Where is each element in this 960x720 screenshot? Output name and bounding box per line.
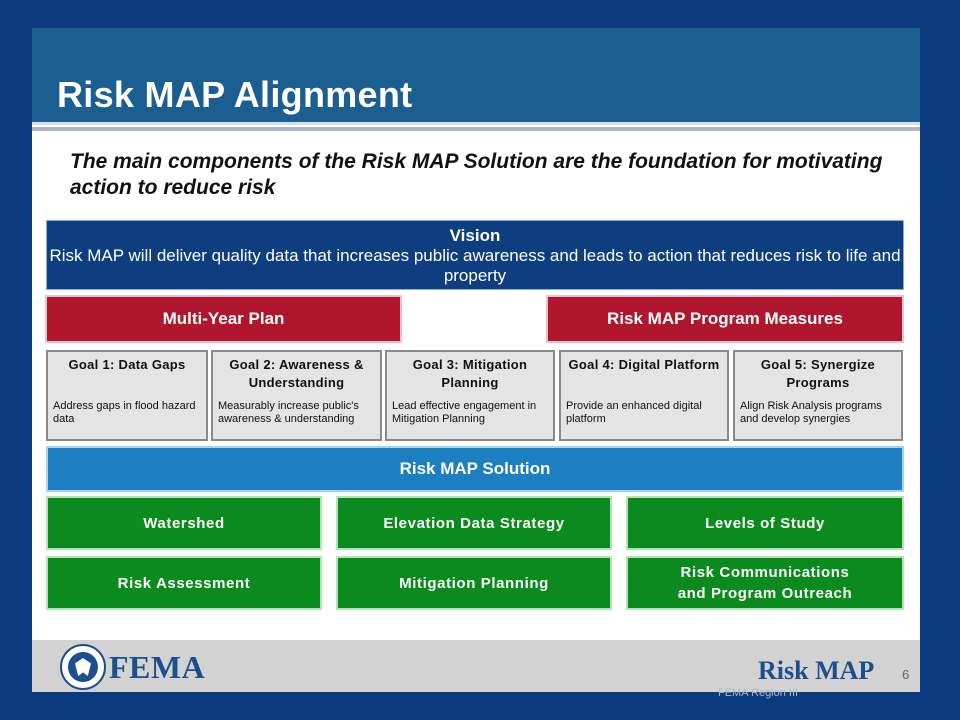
component-risk-assessment: Risk Assessment (46, 556, 322, 610)
goal-box-4: Goal 4: Digital Platform Provide an enha… (559, 350, 729, 441)
goal-box-5: Goal 5: Synergize Programs Align Risk An… (733, 350, 903, 441)
fema-logo: FEMA (109, 649, 206, 685)
eagle-icon (75, 658, 91, 676)
goal-box-3: Goal 3: Mitigation Planning Lead effecti… (385, 350, 555, 441)
component-risk-communications: Risk Communications and Program Outreach (626, 556, 904, 610)
goal-description: Provide an enhanced digital platform (566, 400, 702, 425)
slide: Risk MAP Alignment The main components o… (32, 28, 920, 692)
component-elevation-data-strategy: Elevation Data Strategy (336, 496, 612, 550)
risk-map-solution-box: Risk MAP Solution (46, 446, 904, 492)
goal-box-2: Goal 2: Awareness & Understanding Measur… (211, 350, 382, 441)
program-measures-box: Risk MAP Program Measures (546, 295, 904, 343)
risk-map-logo: Risk MAP (758, 656, 875, 685)
goal-title: Goal 5: Synergize Programs (760, 357, 876, 390)
goal-description: Address gaps in flood hazard data (53, 400, 196, 425)
goal-description: Align Risk Analysis programs and develop… (740, 400, 882, 425)
goal-title: Goal 2: Awareness & Understanding (229, 357, 364, 390)
vision-text: Risk MAP will deliver quality data that … (49, 246, 901, 285)
title-bar: Risk MAP Alignment (32, 28, 920, 122)
slide-subtitle: The main components of the Risk MAP Solu… (70, 150, 883, 199)
goal-title: Goal 1: Data Gaps (68, 357, 186, 372)
page-number: 6 (902, 667, 910, 682)
vision-box: Vision Risk MAP will deliver quality dat… (46, 220, 904, 290)
title-divider (32, 122, 920, 125)
goal-title: Goal 3: Mitigation Planning (412, 357, 528, 390)
goal-description: Lead effective engagement in Mitigation … (392, 400, 537, 425)
slide-footer: FEMA Risk MAP 6 (32, 640, 920, 692)
slide-title: Risk MAP Alignment (57, 74, 413, 115)
component-watershed: Watershed (46, 496, 322, 550)
region-label: FEMA Region III (718, 687, 799, 699)
multi-year-plan-box: Multi-Year Plan (45, 295, 402, 343)
title-divider-shadow (32, 127, 920, 131)
component-levels-of-study: Levels of Study (626, 496, 904, 550)
goal-box-1: Goal 1: Data Gaps Address gaps in flood … (46, 350, 208, 441)
component-mitigation-planning: Mitigation Planning (336, 556, 612, 610)
goal-title: Goal 4: Digital Platform (568, 357, 720, 372)
dhs-seal-icon (60, 644, 106, 690)
goal-description: Measurably increase public's awareness &… (218, 400, 359, 425)
vision-title: Vision (449, 226, 501, 245)
